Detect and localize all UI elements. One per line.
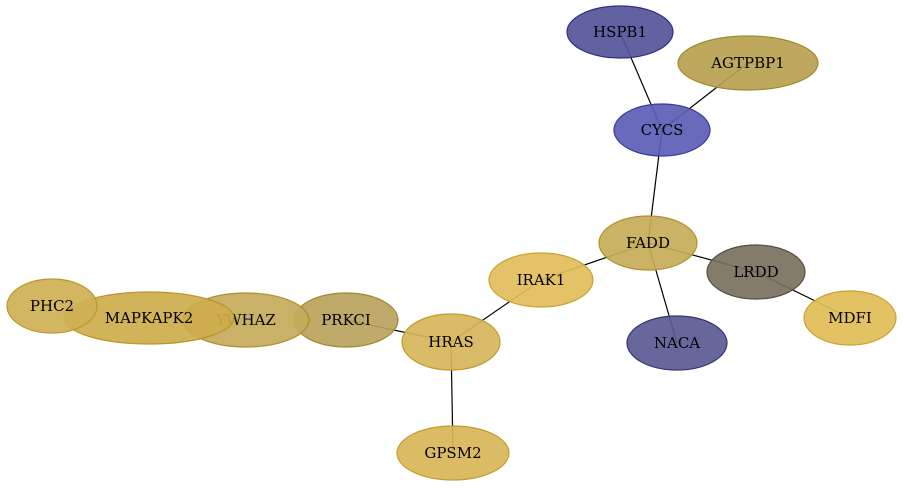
edges-layer — [345, 31, 851, 454]
node-ellipse — [488, 252, 594, 308]
node-ellipse — [6, 278, 98, 334]
node-hspb1: HSPB1 — [566, 5, 674, 59]
node-hras: HRAS — [401, 313, 501, 371]
node-label: IRAK1 — [517, 271, 566, 289]
node-agtpbp1: AGTPBP1 — [677, 35, 819, 91]
node-ellipse — [626, 315, 728, 371]
node-mdfi: MDFI — [803, 290, 897, 346]
node-naca: NACA — [626, 315, 728, 371]
node-gpsm2: GPSM2 — [396, 425, 510, 481]
node-ellipse — [598, 215, 698, 271]
node-label: LRDD — [733, 263, 778, 281]
node-label: AGTPBP1 — [710, 54, 785, 72]
node-label: CYCS — [641, 121, 684, 139]
node-label: PHC2 — [30, 297, 74, 315]
node-ellipse — [566, 5, 674, 59]
node-label: MAPKAPK2 — [105, 309, 194, 327]
node-label: HSPB1 — [593, 23, 647, 41]
node-label: FADD — [626, 234, 670, 252]
node-ellipse — [396, 425, 510, 481]
node-lrdd: LRDD — [706, 244, 806, 300]
node-ellipse — [401, 313, 501, 371]
node-label: GPSM2 — [424, 444, 481, 462]
node-ellipse — [803, 290, 897, 346]
node-phc2: PHC2 — [6, 278, 98, 334]
node-prkci: PRKCI — [293, 292, 399, 348]
node-label: NACA — [654, 334, 700, 352]
node-cycs: CYCS — [613, 103, 711, 157]
node-fadd: FADD — [598, 215, 698, 271]
node-ellipse — [677, 35, 819, 91]
node-irak1: IRAK1 — [488, 252, 594, 308]
node-label: HRAS — [428, 333, 473, 351]
node-label: MDFI — [828, 309, 872, 327]
node-label: PRKCI — [321, 311, 371, 329]
node-ellipse — [706, 244, 806, 300]
node-ellipse — [613, 103, 711, 157]
